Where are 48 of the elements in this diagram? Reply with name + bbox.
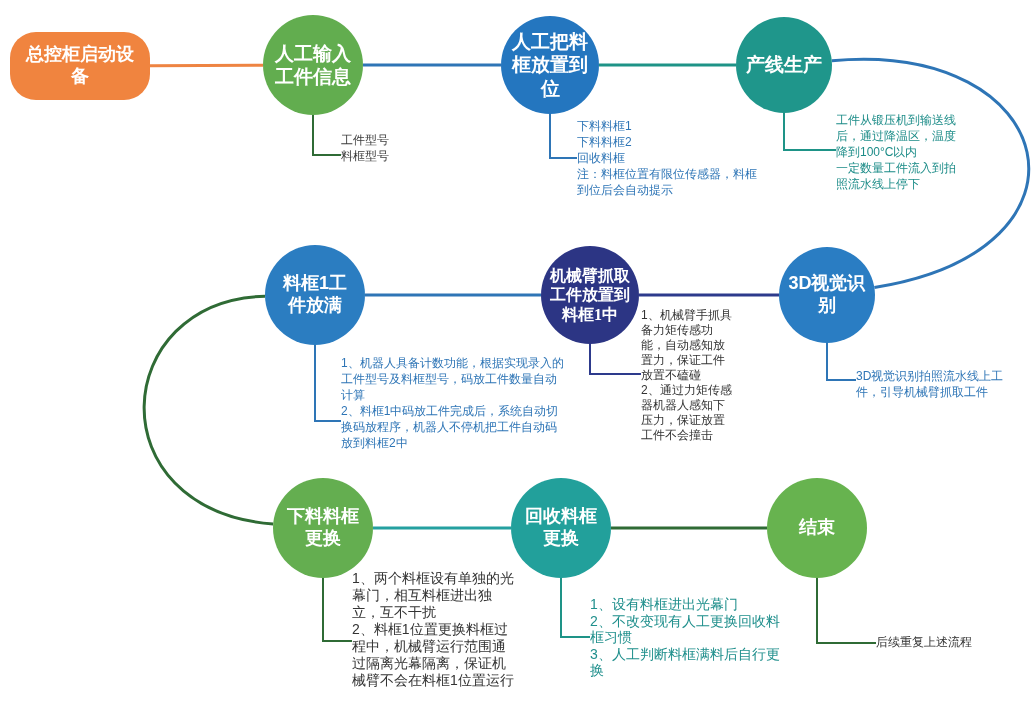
leader-line [549, 113, 578, 159]
step-label: 人工输入工件信息 [274, 41, 352, 89]
annotation-text: 2、料框1位置更换料框过程中，机械臂运行范围通过隔离光幕隔离，保证机械臂不会在料框1位置运行 [352, 621, 515, 689]
step-label: 结束 [799, 517, 835, 539]
leader-line [783, 112, 837, 151]
leader-line [322, 577, 353, 642]
annotation-text: 2、料框1中码放工件完成后，系统自动切换码放程序，机器人不停机把工件自动码放到料框2中 [341, 403, 560, 451]
step-label: 料框1工件放满 [281, 273, 348, 317]
annotation-text: 2、不改变现有人工更换回收料框习惯 [590, 612, 781, 646]
connector-line [373, 526, 511, 530]
connector-line [365, 293, 541, 297]
connector-line [599, 63, 736, 67]
annotation-text: 3D视觉识别拍照流水线上工件，引导机械臂抓取工件 [856, 368, 1005, 400]
annotation-text: 1、两个料框设有单独的光幕门，相互料框进出独立，互不干扰 [352, 570, 515, 621]
leader-line [816, 577, 877, 644]
step-label: 总控柜启动设备 [24, 44, 135, 88]
connector-line [142, 294, 274, 526]
annotation-text: 2、通过力矩传感器机器人感知下压力，保证放置工件不会撞击 [641, 383, 733, 443]
start-box [10, 32, 150, 100]
connector-line [150, 63, 263, 68]
leader-line [314, 344, 342, 422]
leader-line [589, 343, 642, 375]
step-label: 3D视觉识别 [787, 273, 867, 317]
step-label: 回收料框更换 [524, 506, 598, 550]
connector-line [831, 58, 1030, 289]
annotation-text: 注：料框位置有限位传感器，料框到位后会自动提示 [577, 166, 758, 198]
step-label: 人工把料框放置到位 [510, 30, 589, 100]
annotation-text: 下料料框2 [577, 134, 632, 150]
connector-line [363, 63, 501, 67]
annotation-text: 后续重复上述流程 [876, 634, 972, 651]
step-label: 下料料框更换 [286, 506, 360, 550]
step-label: 机械臂抓取工件放置到料框1中 [549, 265, 631, 325]
annotation-text: 工件型号 [341, 132, 389, 148]
leader-line [826, 342, 857, 381]
annotation-text: 料框型号 [341, 148, 389, 164]
connector-line [639, 293, 779, 297]
annotation-text: 3、人工判断料框满料后自行更换 [590, 645, 781, 679]
connector-line [611, 526, 767, 530]
annotation-text: 回收料框 [577, 150, 625, 166]
step-label: 产线生产 [746, 53, 822, 77]
annotation-text: 1、设有料框进出光幕门 [590, 596, 738, 613]
annotation-text: 1、机器人具备计数功能，根据实现录入的工件型号及料框型号，码放工件数量自动计算 [341, 355, 565, 403]
leader-line [312, 114, 342, 156]
annotation-text: 一定数量工件流入到拍照流水线上停下 [836, 160, 957, 192]
leader-line [560, 577, 591, 638]
annotation-text: 工件从锻压机到输送线后，通过降温区，温度降到100°C以内 [836, 112, 957, 160]
annotation-text: 下料料框1 [577, 118, 632, 134]
annotation-text: 1、机械臂手抓具备力矩传感功能，自动感知放置力，保证工件放置不磕碰 [641, 308, 733, 383]
